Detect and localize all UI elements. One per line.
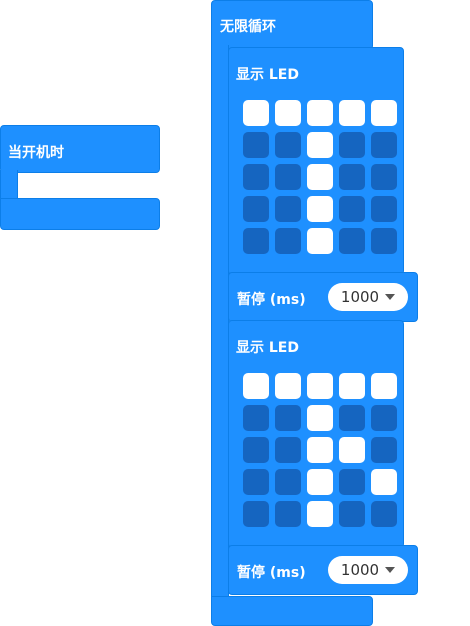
led1-cell-r0-c3[interactable] — [339, 100, 365, 126]
led1-cell-r0-c0[interactable] — [243, 100, 269, 126]
pause-duration-value-1: 1000 — [340, 288, 380, 306]
led1-cell-r1-c0[interactable] — [243, 132, 269, 158]
led1-cell-r0-c4[interactable] — [371, 100, 397, 126]
led1-cell-r4-c1[interactable] — [275, 228, 301, 254]
led1-cell-r1-c3[interactable] — [339, 132, 365, 158]
led1-cell-r1-c1[interactable] — [275, 132, 301, 158]
led2-cell-r2-c3[interactable] — [339, 437, 365, 463]
led1-cell-r3-c0[interactable] — [243, 196, 269, 222]
led2-cell-r2-c0[interactable] — [243, 437, 269, 463]
pause-duration-dropdown-2[interactable]: 1000 — [328, 556, 408, 584]
led2-cell-r3-c3[interactable] — [339, 469, 365, 495]
led2-cell-r4-c2[interactable] — [307, 501, 333, 527]
led-grid-1 — [243, 100, 397, 254]
on-start-block[interactable] — [0, 125, 160, 173]
led1-cell-r4-c2[interactable] — [307, 228, 333, 254]
forever-block-body — [211, 45, 229, 605]
led1-cell-r4-c4[interactable] — [371, 228, 397, 254]
led2-cell-r2-c4[interactable] — [371, 437, 397, 463]
led2-cell-r3-c0[interactable] — [243, 469, 269, 495]
led1-cell-r4-c0[interactable] — [243, 228, 269, 254]
led2-cell-r4-c3[interactable] — [339, 501, 365, 527]
led1-cell-r3-c1[interactable] — [275, 196, 301, 222]
led1-cell-r1-c4[interactable] — [371, 132, 397, 158]
on-start-block-footer — [0, 198, 160, 230]
led2-cell-r2-c1[interactable] — [275, 437, 301, 463]
led1-cell-r0-c2[interactable] — [307, 100, 333, 126]
on-start-label: 当开机时 — [8, 145, 64, 161]
show-led-label-1: 显示 LED — [236, 67, 299, 83]
led2-cell-r0-c0[interactable] — [243, 373, 269, 399]
led2-cell-r0-c2[interactable] — [307, 373, 333, 399]
led1-cell-r2-c4[interactable] — [371, 164, 397, 190]
pause-duration-value-2: 1000 — [340, 561, 380, 579]
led2-cell-r4-c4[interactable] — [371, 501, 397, 527]
led1-cell-r0-c1[interactable] — [275, 100, 301, 126]
led2-cell-r0-c1[interactable] — [275, 373, 301, 399]
led2-cell-r2-c2[interactable] — [307, 437, 333, 463]
led1-cell-r3-c2[interactable] — [307, 196, 333, 222]
forever-block-footer — [211, 596, 373, 626]
on-start-block-body — [0, 170, 18, 200]
led2-cell-r3-c4[interactable] — [371, 469, 397, 495]
led1-cell-r2-c2[interactable] — [307, 164, 333, 190]
led-grid-2 — [243, 373, 397, 527]
pause-duration-dropdown-1[interactable]: 1000 — [328, 283, 408, 311]
dropdown-caret-icon — [385, 294, 396, 300]
led2-cell-r3-c2[interactable] — [307, 469, 333, 495]
show-led-label-2: 显示 LED — [236, 340, 299, 356]
forever-block[interactable] — [211, 0, 373, 50]
led1-cell-r4-c3[interactable] — [339, 228, 365, 254]
led1-cell-r2-c1[interactable] — [275, 164, 301, 190]
pause-label-2: 暂停 (ms) — [237, 565, 306, 581]
led1-cell-r3-c3[interactable] — [339, 196, 365, 222]
led2-cell-r0-c4[interactable] — [371, 373, 397, 399]
led1-cell-r2-c0[interactable] — [243, 164, 269, 190]
led1-cell-r1-c2[interactable] — [307, 132, 333, 158]
led2-cell-r1-c4[interactable] — [371, 405, 397, 431]
led1-cell-r2-c3[interactable] — [339, 164, 365, 190]
led2-cell-r3-c1[interactable] — [275, 469, 301, 495]
led2-cell-r0-c3[interactable] — [339, 373, 365, 399]
led2-cell-r4-c1[interactable] — [275, 501, 301, 527]
led2-cell-r1-c2[interactable] — [307, 405, 333, 431]
led2-cell-r4-c0[interactable] — [243, 501, 269, 527]
led2-cell-r1-c1[interactable] — [275, 405, 301, 431]
dropdown-caret-icon — [385, 567, 396, 573]
forever-label: 无限循环 — [220, 19, 276, 35]
led2-cell-r1-c3[interactable] — [339, 405, 365, 431]
led1-cell-r3-c4[interactable] — [371, 196, 397, 222]
led2-cell-r1-c0[interactable] — [243, 405, 269, 431]
pause-label-1: 暂停 (ms) — [237, 292, 306, 308]
